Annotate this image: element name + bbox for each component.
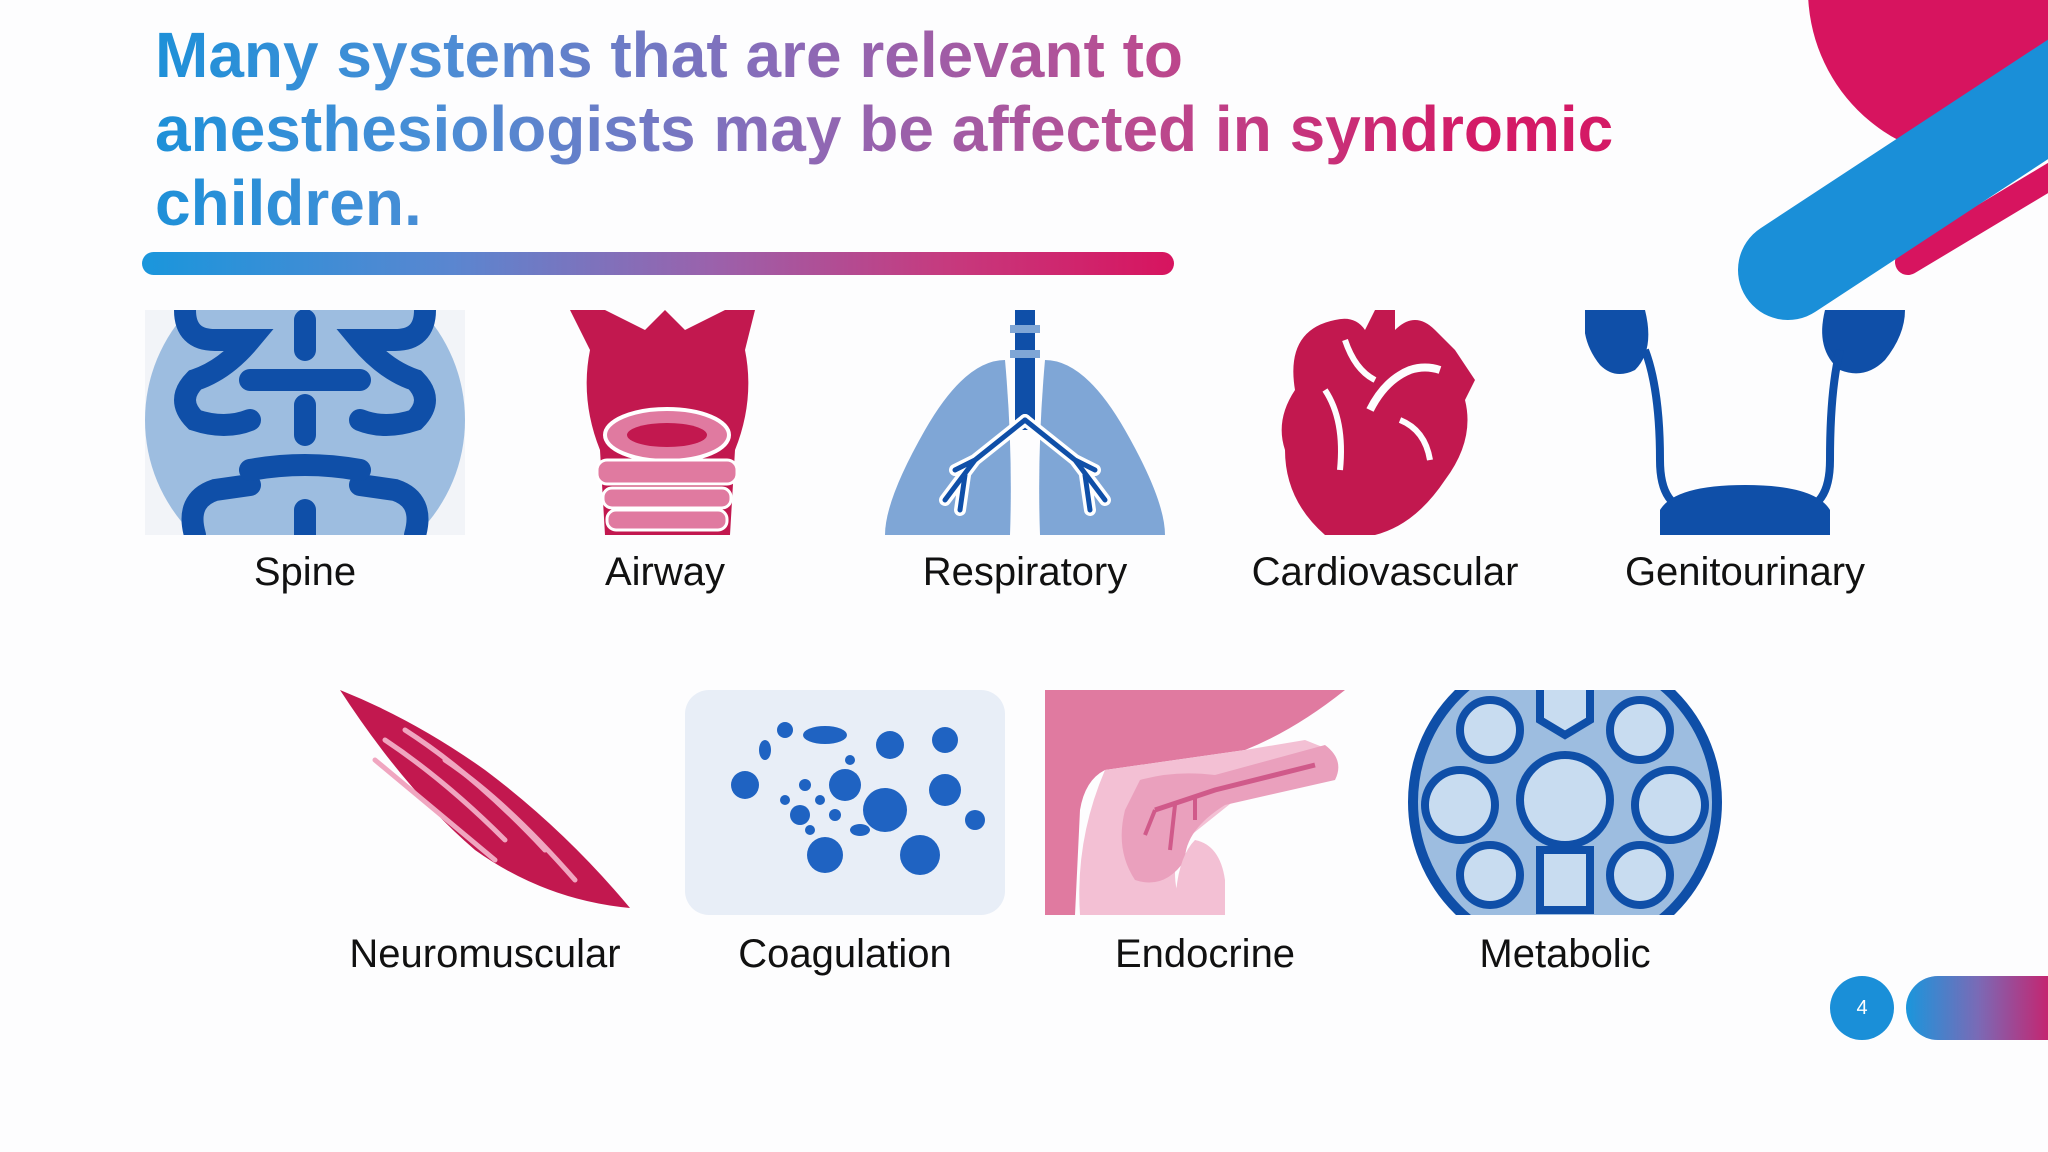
system-card-endocrine: Endocrine	[1045, 690, 1365, 990]
title-line-3: children.	[155, 167, 422, 239]
system-label-endocrine: Endocrine	[1114, 932, 1296, 976]
system-label-neuromuscular: Neuromuscular	[349, 932, 621, 976]
system-label-genitourinary: Genitourinary	[1624, 550, 1866, 594]
system-card-spine: Spine	[145, 310, 465, 610]
lungs-icon	[885, 310, 1165, 535]
system-card-respiratory: Respiratory	[865, 310, 1185, 610]
system-card-metabolic: Metabolic	[1405, 690, 1725, 990]
pancreas-icon	[1045, 690, 1345, 915]
page-number-badge: 4	[1830, 976, 1894, 1040]
slide-title: Many systems that are relevant to anesth…	[155, 18, 1755, 240]
airway-icon	[570, 310, 755, 535]
heart-icon	[1281, 310, 1475, 535]
spine-icon	[145, 310, 465, 535]
system-card-coagulation: Coagulation	[685, 690, 1005, 990]
system-label-airway: Airway	[604, 550, 726, 594]
footer-gradient-bar	[1906, 976, 2048, 1040]
system-label-respiratory: Respiratory	[922, 550, 1128, 594]
muscle-icon	[340, 690, 630, 908]
decorative-corner-shapes	[1738, 0, 2048, 320]
system-label-cardiovascular: Cardiovascular	[1251, 550, 1519, 594]
kidneys-icon	[1585, 310, 1905, 535]
title-line-2: anesthesiologists may be affected in syn…	[155, 93, 1614, 165]
blood-cells-icon	[685, 690, 1005, 915]
system-card-cardiovascular: Cardiovascular	[1225, 310, 1545, 610]
system-card-neuromuscular: Neuromuscular	[325, 690, 645, 990]
system-label-coagulation: Coagulation	[738, 932, 952, 976]
system-label-spine: Spine	[253, 550, 357, 594]
title-line-1: Many systems that are relevant to	[155, 19, 1183, 91]
system-card-airway: Airway	[505, 310, 825, 610]
cell-icon	[1408, 690, 1722, 915]
system-card-genitourinary: Genitourinary	[1585, 310, 1905, 610]
title-underline	[142, 252, 1174, 275]
system-label-metabolic: Metabolic	[1479, 932, 1651, 976]
